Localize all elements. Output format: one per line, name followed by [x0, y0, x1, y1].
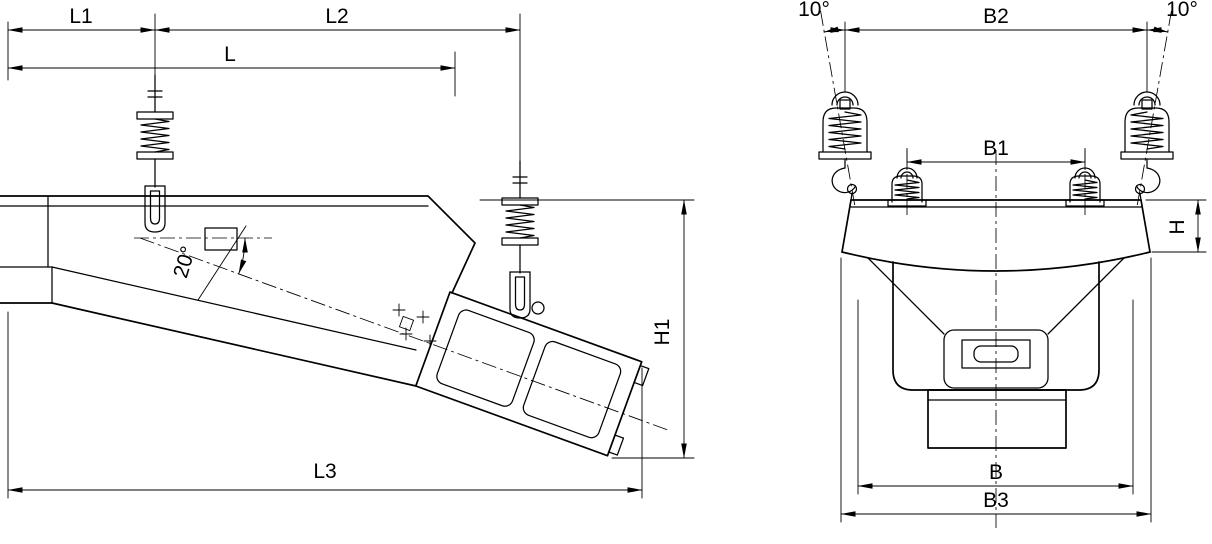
suspension-eye-left	[846, 183, 858, 195]
dimension-b2: B2	[844, 5, 1148, 93]
dim-label-b1: B1	[983, 137, 1009, 160]
dim-label-h: H	[1166, 219, 1189, 234]
angle-dimension-20: 20°	[134, 225, 669, 431]
dim-label-l3: L3	[313, 460, 336, 483]
funnel-right	[1047, 257, 1125, 335]
cover-plate	[961, 339, 1031, 369]
funnel-left	[867, 257, 945, 335]
angle-arc	[238, 237, 248, 275]
dim-label-angle-10-left: 10°	[798, 0, 830, 21]
angle-arc	[1146, 26, 1169, 33]
trough-top-edge	[0, 195, 476, 294]
side-view: L1 L2 L	[0, 5, 695, 499]
suspension-lug-left	[850, 192, 853, 201]
name-plate	[204, 227, 238, 251]
dimension-l1-l2-l: L1 L2 L	[7, 5, 521, 162]
dim-label-h1: H1	[651, 319, 674, 346]
drive-base-block	[927, 389, 1067, 449]
dim-label-l: L	[224, 43, 236, 66]
vibrator-drive-side	[414, 291, 650, 457]
terminal-clip-top	[633, 364, 650, 387]
hanger-front-right	[1120, 91, 1174, 194]
dimension-h: H	[1145, 199, 1207, 253]
drive-cover	[943, 329, 1049, 389]
dim-label-b: B	[989, 461, 1003, 484]
angle-arc	[823, 26, 846, 33]
hanger-side-rear	[501, 160, 539, 319]
dimension-b: B	[857, 299, 1134, 495]
dim-label-b3: B3	[983, 489, 1009, 512]
trough-curved-front	[841, 251, 1151, 272]
angle-leader	[197, 225, 247, 301]
trough-bottom-inner	[51, 266, 417, 351]
dim-label-l2: L2	[325, 5, 348, 28]
rim-side-left	[841, 199, 852, 253]
hanger-front-left	[818, 91, 872, 194]
feeder-trough-side	[0, 195, 476, 387]
terminal-clip-bottom	[608, 434, 625, 456]
vibration-axis-centerline	[139, 237, 669, 431]
suspension-lug-right	[1139, 192, 1142, 201]
dim-label-b2: B2	[983, 5, 1009, 28]
hanger-side-front	[136, 74, 174, 233]
front-view: B2 10° 10° B1	[798, 0, 1207, 528]
dimension-b3: B3	[840, 257, 1152, 523]
drive-cover-rear	[522, 340, 622, 439]
rim-side-right	[1140, 199, 1151, 253]
vibrator-drive-front	[867, 257, 1125, 449]
hanger-pin	[531, 301, 545, 315]
dimension-l3: L3	[7, 311, 643, 499]
drive-housing	[414, 291, 643, 457]
angle-dimension-10-left: 10°	[798, 0, 856, 206]
feeder-trough-front	[841, 199, 1151, 272]
cover-handle	[973, 345, 1019, 363]
drive-cover-front	[436, 309, 535, 407]
suspension-eye-right	[1134, 183, 1146, 195]
angle-dimension-10-right: 10°	[1136, 0, 1198, 206]
mount-marks	[392, 303, 437, 348]
dim-label-angle-20: 20°	[169, 244, 200, 281]
dimension-h1: H1	[479, 199, 695, 459]
dim-label-l1: L1	[69, 5, 92, 28]
dim-label-angle-10-right: 10°	[1166, 0, 1198, 21]
